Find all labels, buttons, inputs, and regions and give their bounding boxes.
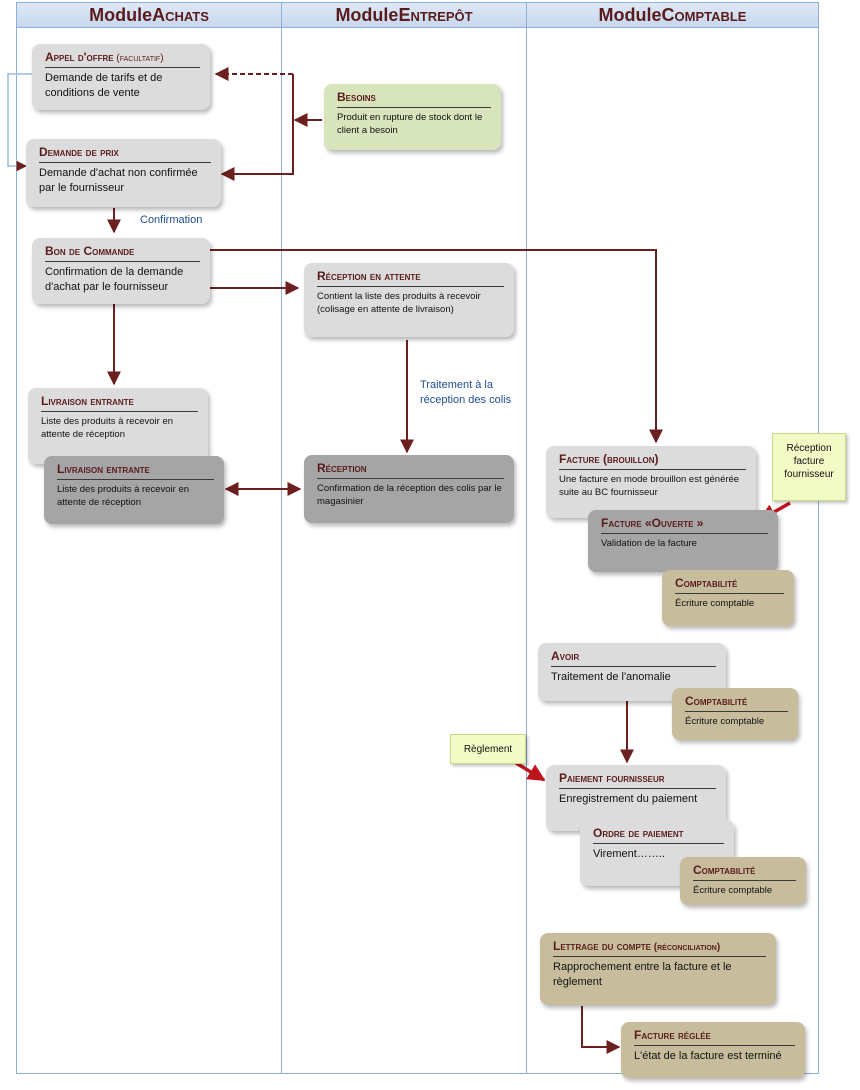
lane-border-1 xyxy=(281,2,282,1074)
facture-brouillon-title: Facture (brouillon) xyxy=(559,452,746,470)
comptabilite-2-desc: Écriture comptable xyxy=(685,716,765,727)
arrow-bon-facture xyxy=(210,249,663,444)
box-reception-attente: Réception en attente Contient la liste d… xyxy=(304,263,514,337)
comptabilite-3-desc: Écriture comptable xyxy=(693,885,773,896)
box-facture-reglee: Facture réglée L'état de la facture est … xyxy=(621,1022,805,1078)
note-reglement: Règlement xyxy=(450,734,526,764)
lane-border-2 xyxy=(526,2,527,1074)
header-entrepot: Module Entrepôt xyxy=(281,2,527,28)
livraison-1-title: Livraison entrante xyxy=(41,394,198,412)
box-livraison-entrante-1: Livraison entrante Liste des produits à … xyxy=(28,388,208,464)
reception-attente-desc: Contient la liste des produits à recevoi… xyxy=(317,291,481,315)
box-appel-offre-title: Appel d'offre (facultatif) xyxy=(45,50,200,68)
facture-ouverte-title: Facture «Ouverte » xyxy=(601,516,768,534)
avoir-title: Avoir xyxy=(551,649,716,667)
paiement-title: Paiement fournisseur xyxy=(559,771,716,789)
comptabilite-2-title: Comptabilité xyxy=(685,694,788,712)
box-reception: Réception Confirmation de la réception d… xyxy=(304,455,514,523)
livraison-2-desc: Liste des produits à recevoir en attente… xyxy=(57,484,190,508)
comptabilite-3-title: Comptabilité xyxy=(693,863,796,881)
demande-prix-title: Demande de prix xyxy=(39,145,211,163)
lettrage-desc: Rapprochement entre la facture et le règ… xyxy=(553,961,732,988)
box-comptabilite-1: Comptabilité Écriture comptable xyxy=(662,570,794,626)
lane-border-right xyxy=(818,2,819,1074)
reception-title: Réception xyxy=(317,461,504,479)
label-confirmation: Confirmation xyxy=(140,214,203,226)
box-comptabilite-3: Comptabilité Écriture comptable xyxy=(680,857,806,905)
livraison-2-title: Livraison entrante xyxy=(57,462,214,480)
appel-offre-title: Appel d'offre xyxy=(45,50,114,64)
header-achats-caps: Achats xyxy=(152,4,209,25)
appel-offre-desc: Demande de tarifs et de conditions de ve… xyxy=(45,72,163,99)
comptabilite-1-title: Comptabilité xyxy=(675,576,784,594)
lettrage-suffix: (réconciliation) xyxy=(651,942,721,953)
appel-offre-suffix: (facultatif) xyxy=(113,53,164,64)
header-comptable-pre: Module xyxy=(598,4,662,25)
besoins-title: Besoins xyxy=(337,90,491,108)
facture-reglee-title: Facture réglée xyxy=(634,1028,795,1046)
demande-prix-desc: Demande d'achat non confirmée par le fou… xyxy=(39,167,198,194)
facture-ouverte-desc: Validation de la facture xyxy=(601,538,697,549)
lane-border-bottom xyxy=(16,1073,818,1074)
reception-attente-title: Réception en attente xyxy=(317,269,504,287)
header-entrepot-pre: Module xyxy=(335,4,399,25)
lane-border-left xyxy=(16,2,17,1074)
besoins-desc: Produit en rupture de stock dont le clie… xyxy=(337,112,483,136)
box-bon-commande: Bon de Commande Confirmation de la deman… xyxy=(32,238,210,304)
link-appel-demande xyxy=(7,73,32,172)
arrow-bracket-vertical xyxy=(220,74,294,181)
paiement-desc: Enregistrement du paiement xyxy=(559,793,698,805)
reception-desc: Confirmation de la réception des colis p… xyxy=(317,483,502,507)
arrow-lettrage-reglee xyxy=(581,1006,621,1054)
comptabilite-1-desc: Écriture comptable xyxy=(675,598,755,609)
note-reception-facture: Réception facture fournisseur xyxy=(772,433,846,501)
livraison-1-desc: Liste des produits à recevoir en attente… xyxy=(41,416,174,440)
box-facture-brouillon: Facture (brouillon) Une facture en mode … xyxy=(546,446,756,518)
label-traitement: Traitement à la réception des colis xyxy=(420,379,512,406)
header-achats-pre: Module xyxy=(89,4,153,25)
box-lettrage-title: Lettrage du compte (réconciliation) xyxy=(553,939,766,957)
lettrage-title: Lettrage du compte xyxy=(553,939,651,953)
header-comptable-caps: Comptable xyxy=(661,4,747,25)
bon-commande-title: Bon de Commande xyxy=(45,244,200,262)
box-lettrage: Lettrage du compte (réconciliation) Rapp… xyxy=(540,933,776,1005)
avoir-desc: Traitement de l'anomalie xyxy=(551,671,671,683)
arrow-note-reglement xyxy=(515,761,546,782)
facture-brouillon-desc: Une facture en mode brouillon est généré… xyxy=(559,474,740,498)
box-demande-prix: Demande de prix Demande d'achat non conf… xyxy=(26,139,221,207)
box-facture-ouverte: Facture «Ouverte » Validation de la fact… xyxy=(588,510,778,572)
box-appel-offre: Appel d'offre (facultatif) Demande de ta… xyxy=(32,44,210,110)
ordre-paiement-desc: Virement…….. xyxy=(593,848,665,860)
box-livraison-entrante-2: Livraison entrante Liste des produits à … xyxy=(44,456,224,524)
bon-commande-desc: Confirmation de la demande d'achat par l… xyxy=(45,266,184,293)
box-comptabilite-2: Comptabilité Écriture comptable xyxy=(672,688,798,740)
facture-reglee-desc: L'état de la facture est terminé xyxy=(634,1050,782,1062)
header-entrepot-caps: Entrepôt xyxy=(398,4,473,25)
ordre-paiement-title: Ordre de paiement xyxy=(593,826,724,844)
box-besoins: Besoins Produit en rupture de stock dont… xyxy=(324,84,501,150)
header-comptable: Module Comptable xyxy=(526,2,819,28)
